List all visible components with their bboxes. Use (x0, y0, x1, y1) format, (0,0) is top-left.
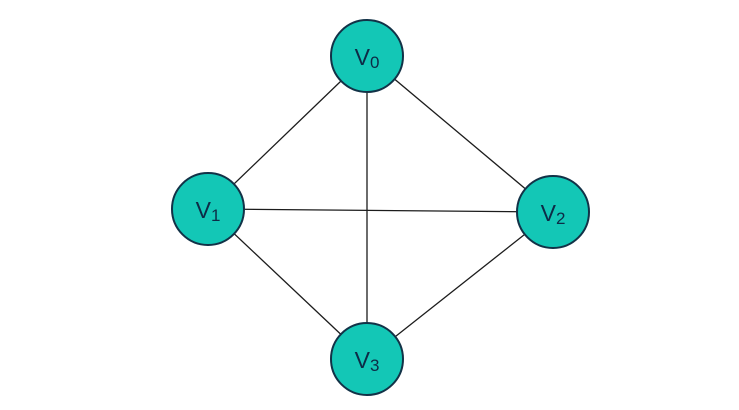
edge-layer (207, 55, 554, 360)
node-label-v2: V2 (541, 200, 566, 228)
node-v2 (516, 175, 590, 249)
node-label-v1: V1 (196, 197, 221, 225)
edge-v1-v2 (207, 208, 554, 213)
edge-v2-v3 (366, 211, 554, 360)
node-label-v3: V3 (355, 347, 380, 375)
node-label-v0: V0 (355, 44, 380, 72)
node-v3 (330, 322, 404, 396)
node-v0 (330, 19, 404, 93)
node-v1 (171, 172, 245, 246)
edge-v0-v2 (366, 55, 554, 213)
